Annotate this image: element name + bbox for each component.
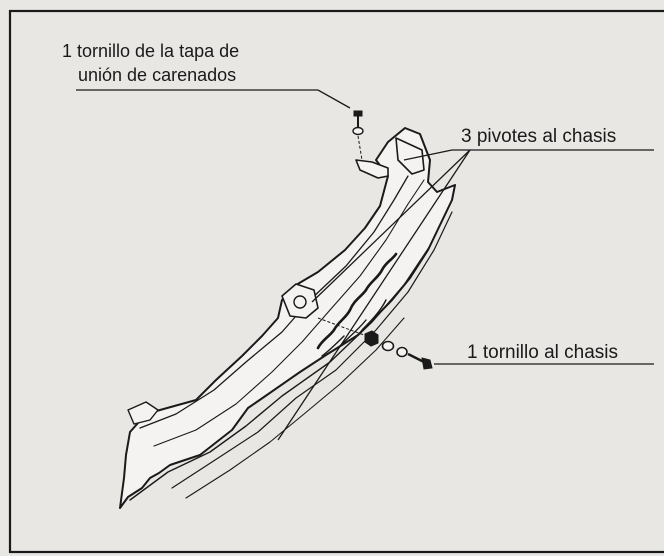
side-fairing-part <box>119 127 456 509</box>
top-screw-washer <box>352 126 364 136</box>
chassis-nut <box>364 330 379 347</box>
label-chassis-pivots: 3 pivotes al chasis <box>461 126 617 147</box>
fairing-ridge-1 <box>129 207 449 501</box>
chassis-screw-shank <box>407 352 425 364</box>
chassis-screw-assembly <box>317 317 433 370</box>
leader-lines <box>76 89 654 441</box>
label-fairing-cover-screw-line1: 1 tornillo de la tapa de <box>62 41 240 61</box>
chassis-screw-axis <box>317 317 373 339</box>
chassis-washer-1 <box>381 340 395 352</box>
lower-tab <box>127 401 159 425</box>
decal-script <box>316 252 398 350</box>
top-screw-axis <box>357 135 363 161</box>
chassis-screw-head <box>421 357 433 370</box>
mid-mount-hole <box>293 295 307 309</box>
chassis-washer-2 <box>396 346 408 358</box>
leader-top-screw <box>76 89 351 109</box>
fairing-ridge-2 <box>171 211 453 489</box>
upper-mount-bracket <box>355 159 389 179</box>
mid-mount-lug <box>281 283 319 319</box>
label-fairing-cover-screw-line2: unión de carenados <box>78 65 237 85</box>
fairing-lower-edge <box>185 317 405 499</box>
fairing-ridge-4 <box>153 179 425 447</box>
fairing-outline <box>119 127 456 509</box>
top-screw-head <box>353 110 363 117</box>
leader-pivot-2 <box>311 149 471 303</box>
leader-pivot-1 <box>403 149 453 161</box>
label-chassis-screw: 1 tornillo al chasis <box>467 342 619 363</box>
top-cover-screw <box>352 110 364 161</box>
leader-pivot-3 <box>277 149 471 441</box>
diagram-frame <box>8 9 664 554</box>
upper-mount-slot <box>395 137 425 175</box>
